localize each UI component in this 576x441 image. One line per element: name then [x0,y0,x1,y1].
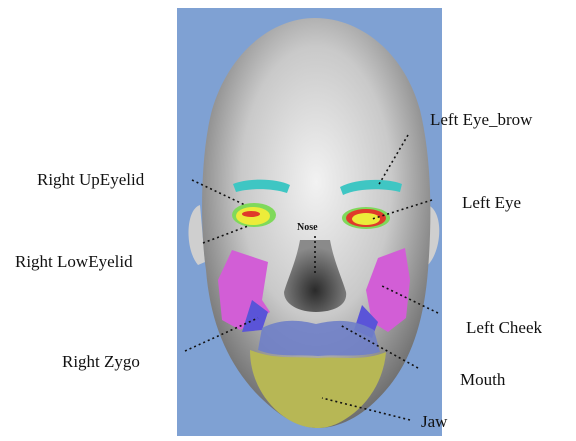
label-right-loweyelid: Right LowEyelid [15,252,133,272]
label-jaw: Jaw [421,412,447,432]
label-left-cheek: Left Cheek [466,318,542,338]
label-mouth: Mouth [460,370,505,390]
label-left-eye: Left Eye [462,193,521,213]
left-eye-yellow [352,213,380,225]
label-right-upeyelid: Right UpEyelid [37,170,144,190]
mouth-region [258,321,380,356]
label-left-eye-brow: Left Eye_brow [430,110,532,130]
right-eye-red [242,211,260,217]
label-right-zygo: Right Zygo [62,352,140,372]
label-nose: Nose [297,222,318,233]
